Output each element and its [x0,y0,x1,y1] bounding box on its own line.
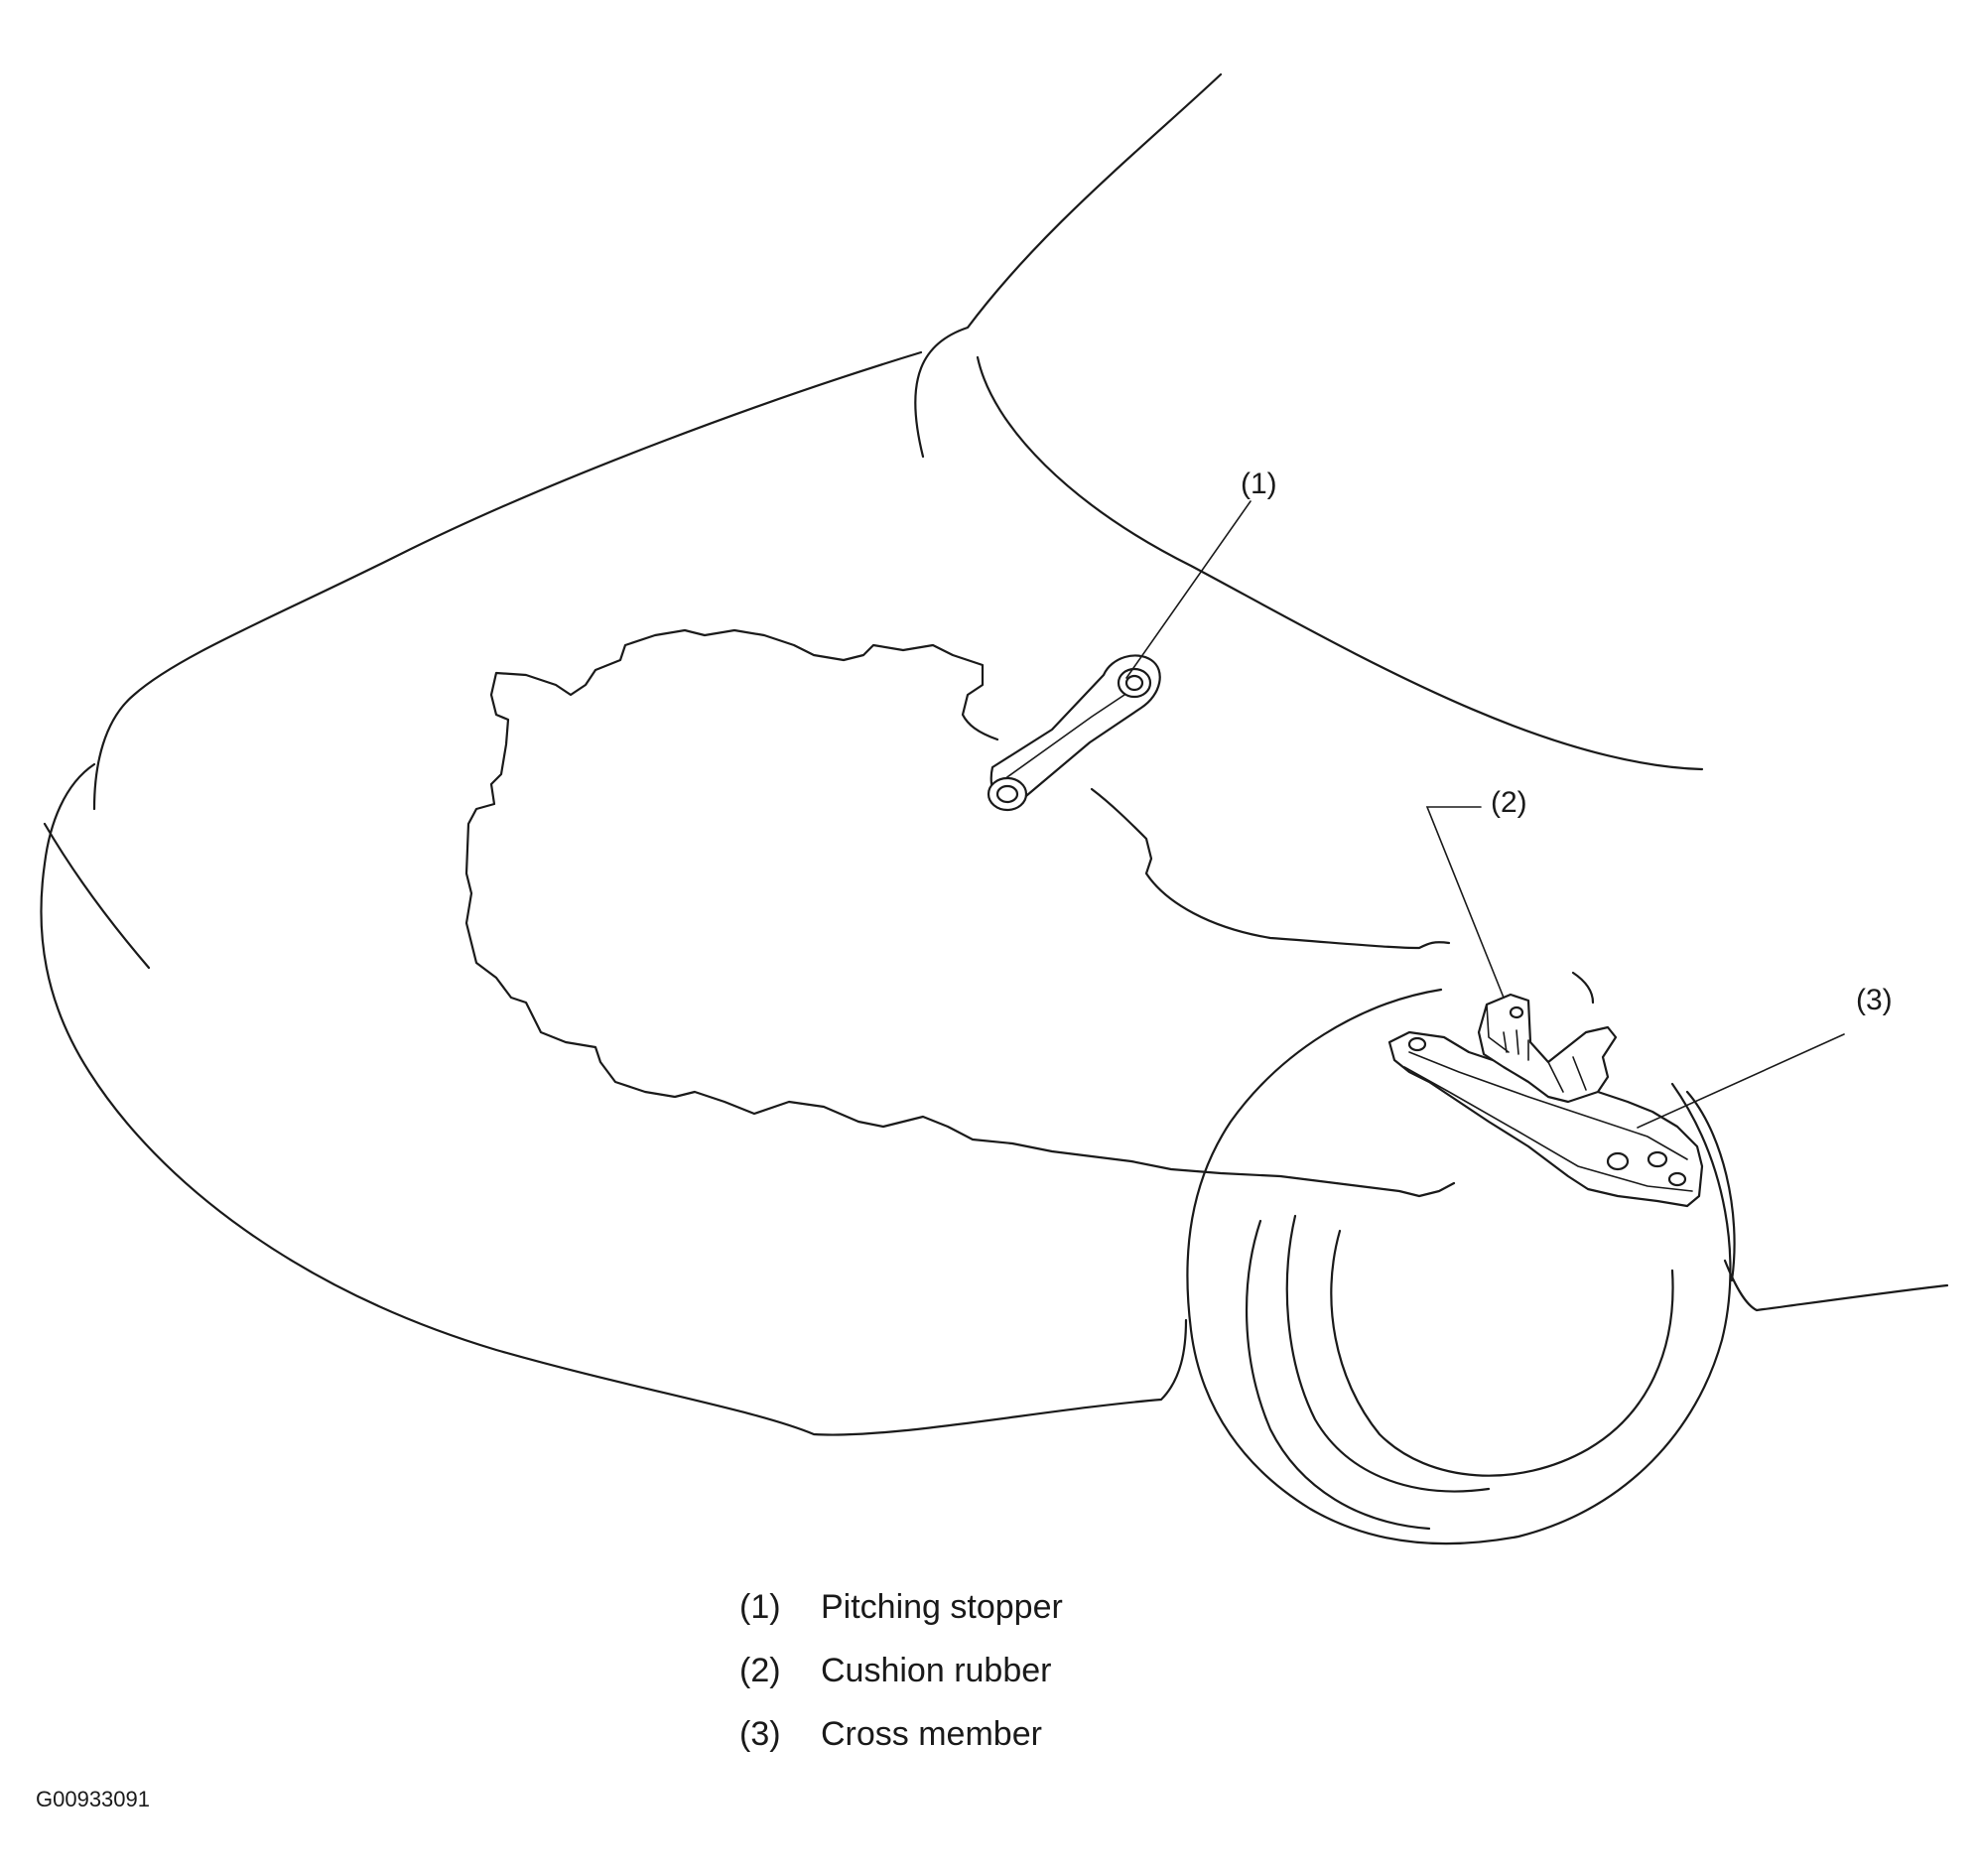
vehicle-body-outline [40,72,1949,1436]
leader-line-3 [1637,1033,1845,1129]
callout-2-label: (2) [1491,786,1527,819]
legend-number-3: (3) [739,1715,781,1753]
engine-outline [464,628,1456,1198]
legend-text-1: Pitching stopper [821,1588,1063,1626]
cushion-rubber-part [1477,993,1618,1104]
legend-text-3: Cross member [821,1715,1042,1753]
legend-number-1: (1) [739,1588,781,1626]
legend-number-2: (2) [739,1652,781,1689]
callout-3-label: (3) [1856,984,1893,1016]
legend-text-2: Cushion rubber [821,1652,1052,1689]
pitching-stopper-part [987,654,1161,812]
leader-line-1 [1125,500,1252,679]
leader-lines [1125,500,1845,1129]
tire-outline [1186,971,1736,1545]
callout-1-label: (1) [1241,468,1277,500]
leader-line-2 [1425,806,1505,999]
figure-id: G00933091 [36,1787,150,1811]
